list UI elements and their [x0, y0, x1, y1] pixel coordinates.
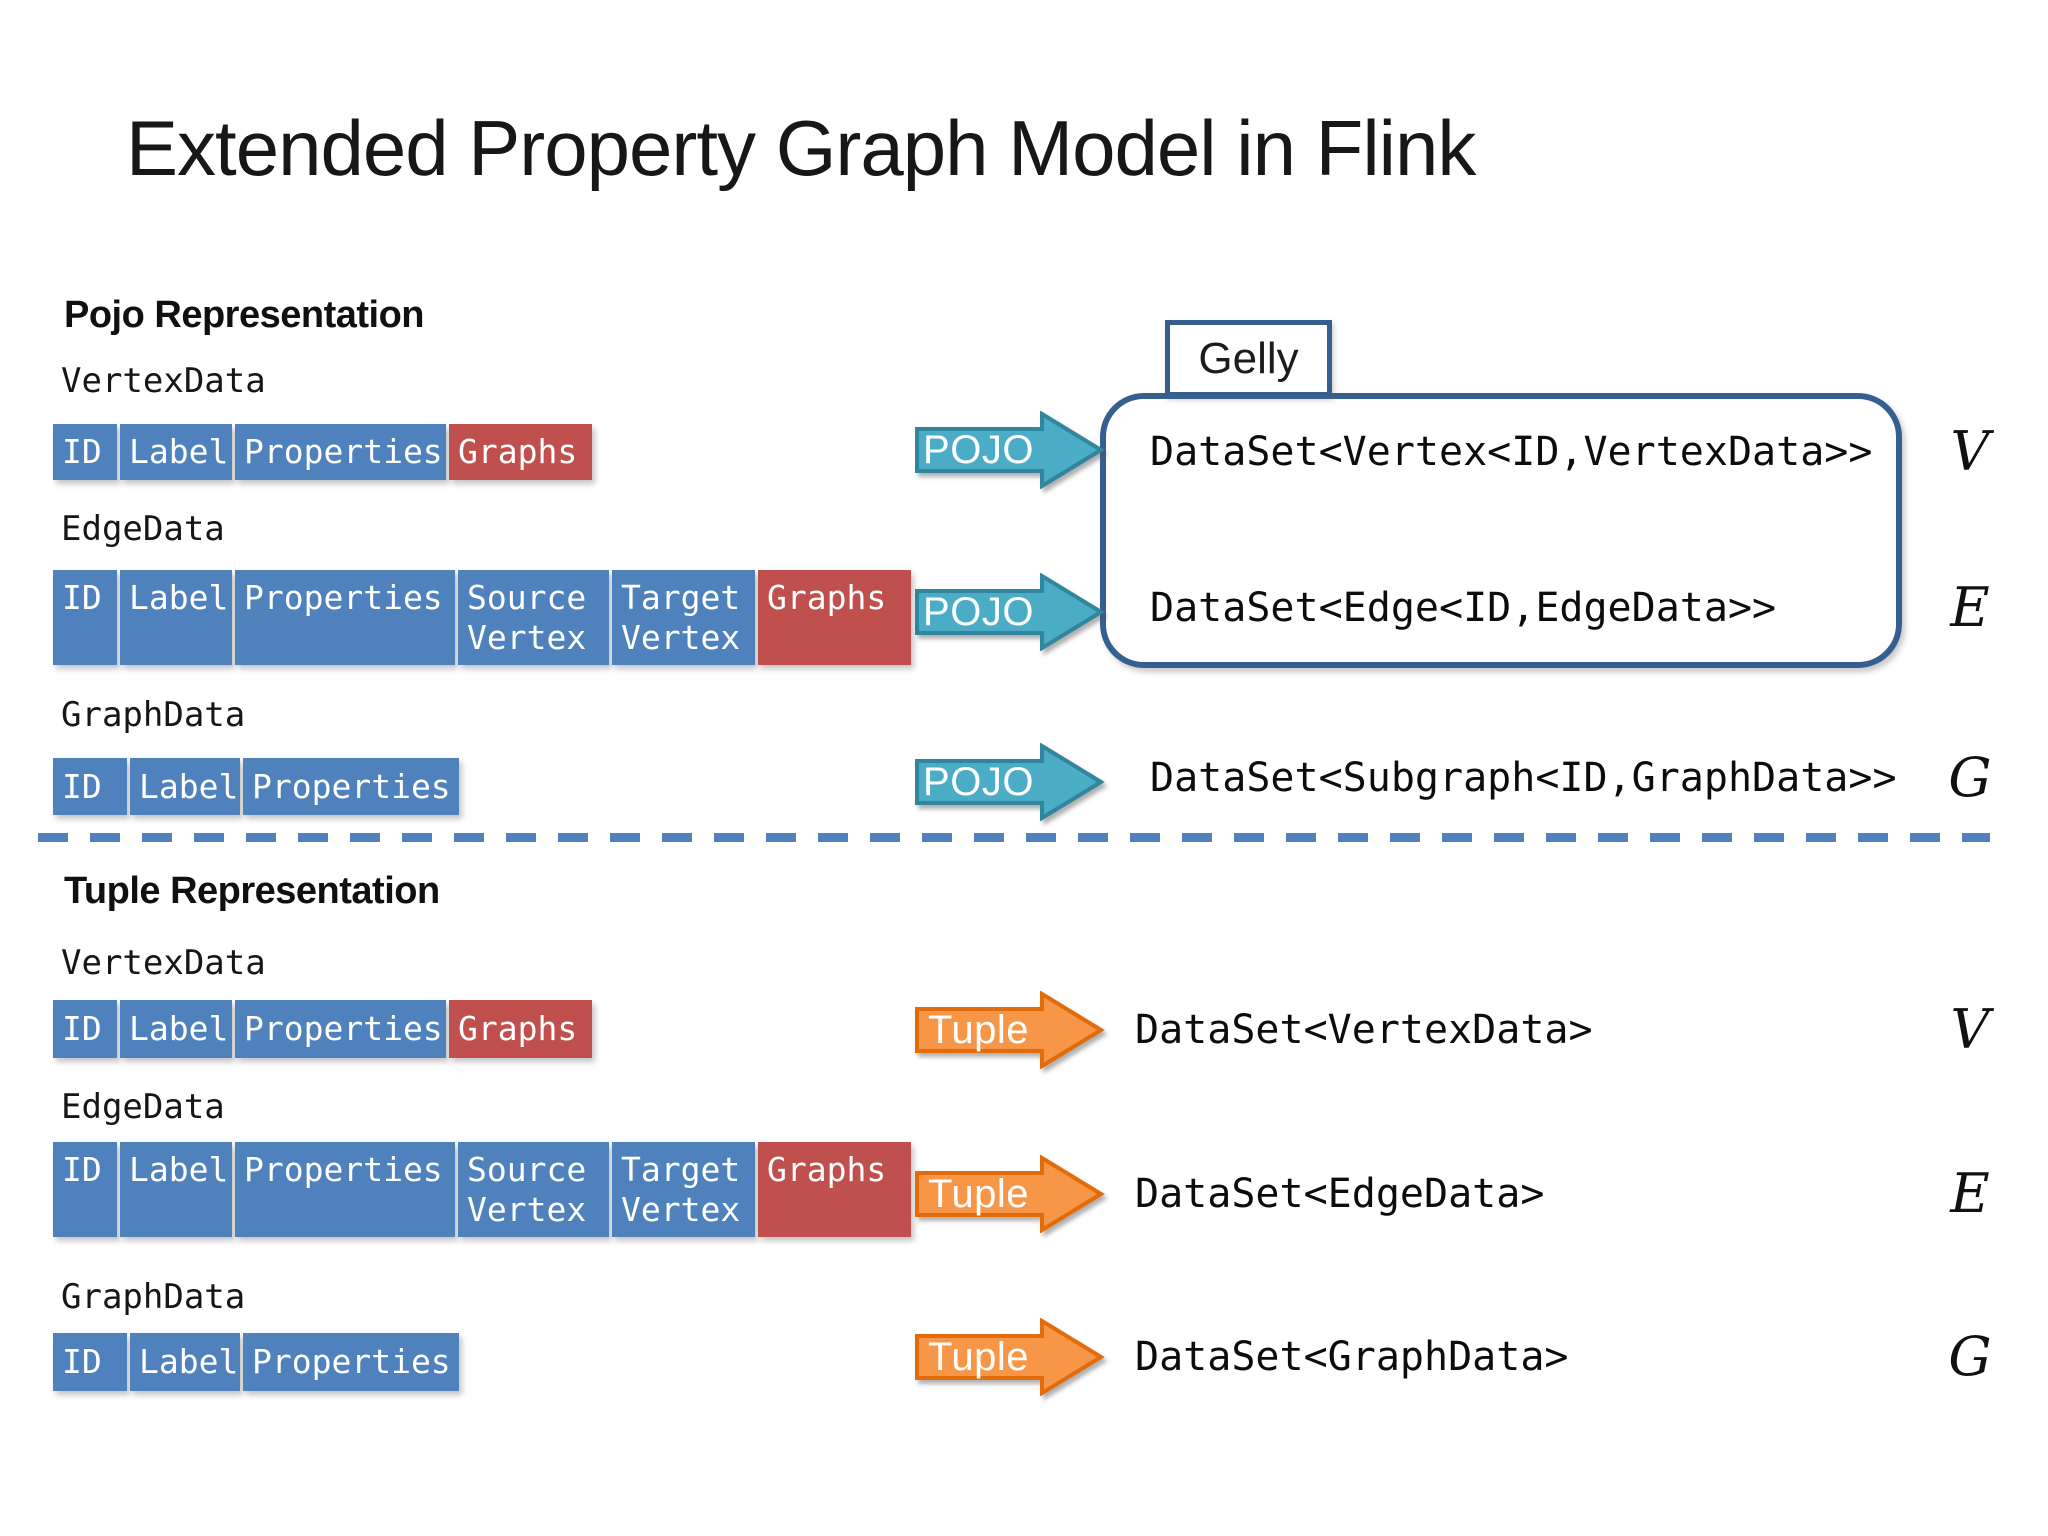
edge-set-letter: E [1950, 576, 1990, 639]
table-cell-properties: Properties [243, 1333, 459, 1391]
table-cell-label: Label [130, 758, 240, 815]
table-cell-graphs: Graphs [449, 1000, 592, 1058]
table-cell-target-vertex: Target Vertex [612, 1142, 755, 1237]
vertex-set-letter: V [1950, 420, 1990, 483]
gelly-callout: Gelly [1165, 320, 1332, 397]
table-cell-label: Label [120, 424, 232, 480]
table-cell-properties: Properties [235, 570, 455, 665]
dataset-graphdata-code: DataSet<GraphData> [1135, 1334, 1569, 1380]
table-cell-id: ID [53, 424, 117, 480]
arrow-right-icon [915, 1318, 1105, 1396]
tuple-graphdata-table: ID Label Properties [53, 1333, 459, 1391]
tuple-arrow-label: Tuple [927, 1334, 1030, 1379]
table-cell-target-vertex: Target Vertex [612, 570, 755, 665]
tuple-edgedata-label: EdgeData [61, 1087, 225, 1127]
table-cell-source-vertex: Source Vertex [458, 570, 609, 665]
page-title: Extended Property Graph Model in Flink [126, 104, 1476, 192]
pojo-arrow-label: POJO [923, 759, 1034, 804]
dataset-vertexdata-code: DataSet<VertexData> [1135, 1007, 1593, 1053]
tuple-section-heading: Tuple Representation [64, 870, 440, 912]
pojo-graphdata-label: GraphData [61, 695, 246, 735]
pojo-edgedata-table: ID Label Properties Source Vertex Target… [53, 570, 911, 665]
tuple-arrow-1: Tuple [915, 991, 1105, 1069]
table-cell-id: ID [53, 1000, 117, 1058]
table-cell-graphs: Graphs [758, 1142, 911, 1237]
gelly-label: Gelly [1198, 333, 1299, 383]
tuple-graphdata-label: GraphData [61, 1277, 246, 1317]
dataset-edgedata-code: DataSet<EdgeData> [1135, 1171, 1545, 1217]
tuple-arrow-2: Tuple [915, 1155, 1105, 1233]
table-cell-properties: Properties [243, 758, 459, 815]
table-cell-label: Label [120, 1142, 232, 1237]
pojo-arrow-3: POJO [915, 743, 1105, 821]
tuple-arrow-label: Tuple [927, 1007, 1030, 1052]
table-cell-id: ID [53, 570, 117, 665]
arrow-right-icon [915, 991, 1105, 1069]
table-cell-properties: Properties [235, 1000, 446, 1058]
arrow-right-icon [915, 1155, 1105, 1233]
arrow-right-icon [915, 573, 1105, 651]
dataset-vertex-code: DataSet<Vertex<ID,VertexData>> [1150, 429, 1873, 475]
section-divider [38, 833, 1990, 842]
table-cell-label: Label [120, 570, 232, 665]
dataset-subgraph-code: DataSet<Subgraph<ID,GraphData>> [1150, 755, 1897, 801]
table-cell-id: ID [53, 758, 127, 815]
pojo-arrow-1: POJO [915, 411, 1105, 489]
vertex-set-letter: V [1950, 998, 1990, 1061]
pojo-arrow-label: POJO [923, 427, 1034, 472]
table-cell-id: ID [53, 1142, 117, 1237]
graph-set-letter: G [1948, 1325, 1992, 1388]
tuple-vertexdata-label: VertexData [61, 943, 266, 983]
table-cell-graphs: Graphs [758, 570, 911, 665]
table-cell-properties: Properties [235, 424, 446, 480]
pojo-section-heading: Pojo Representation [64, 294, 425, 336]
pojo-vertexdata-table: ID Label Properties Graphs [53, 424, 592, 480]
arrow-right-icon [915, 743, 1105, 821]
table-cell-source-vertex: Source Vertex [458, 1142, 609, 1237]
pojo-graphdata-table: ID Label Properties [53, 758, 459, 815]
tuple-arrow-3: Tuple [915, 1318, 1105, 1396]
tuple-vertexdata-table: ID Label Properties Graphs [53, 1000, 592, 1058]
edge-set-letter: E [1950, 1162, 1990, 1225]
table-cell-properties: Properties [235, 1142, 455, 1237]
table-cell-id: ID [53, 1333, 127, 1391]
graph-set-letter: G [1948, 746, 1992, 809]
pojo-arrow-2: POJO [915, 573, 1105, 651]
dataset-edge-code: DataSet<Edge<ID,EdgeData>> [1150, 585, 1777, 631]
table-cell-label: Label [130, 1333, 240, 1391]
tuple-arrow-label: Tuple [927, 1171, 1030, 1216]
table-cell-label: Label [120, 1000, 232, 1058]
pojo-vertexdata-label: VertexData [61, 361, 266, 401]
arrow-right-icon [915, 411, 1105, 489]
gelly-container-box [1100, 393, 1902, 668]
table-cell-graphs: Graphs [449, 424, 592, 480]
tuple-edgedata-table: ID Label Properties Source Vertex Target… [53, 1142, 911, 1237]
pojo-arrow-label: POJO [923, 589, 1034, 634]
pojo-edgedata-label: EdgeData [61, 509, 225, 549]
